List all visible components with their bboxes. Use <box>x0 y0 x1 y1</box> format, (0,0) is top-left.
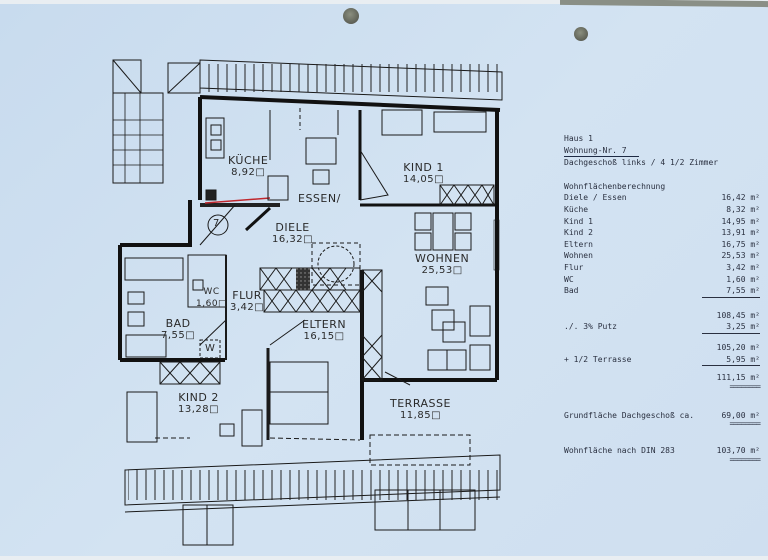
punch-hole-icon <box>574 27 588 41</box>
after-putz-row: 105,20 m² <box>716 342 760 352</box>
washer-marker: W <box>205 343 216 354</box>
calc-title: Wohnflächenberechnung <box>564 181 666 191</box>
scan-bottom-edge <box>0 556 768 560</box>
house-label: Haus 1 <box>564 134 593 143</box>
ground-area-row: Grundfläche Dachgeschoß ca.69,00 m² <box>564 410 760 420</box>
total-double-rule: ======== <box>729 381 761 391</box>
room-label-essen: ESSEN/ <box>298 192 341 205</box>
scan-top-edge <box>0 0 768 4</box>
total-row: 111,15 m² <box>716 373 760 383</box>
unit-number: Wohnung-Nr. 7 <box>564 145 639 158</box>
subtotal-row: 108,45 m² <box>716 310 760 320</box>
area-calculation-panel: Haus 1 Wohnung-Nr. 7 Dachgeschoß links /… <box>564 133 761 464</box>
punch-hole-icon <box>343 8 359 24</box>
floor-description: Dachgeschoß links / 4 1/2 Zimmer <box>564 158 719 168</box>
ground-double-rule: ======== <box>729 419 761 429</box>
unit-number-marker: 7 <box>213 218 220 229</box>
din-double-rule: ======== <box>729 454 761 464</box>
